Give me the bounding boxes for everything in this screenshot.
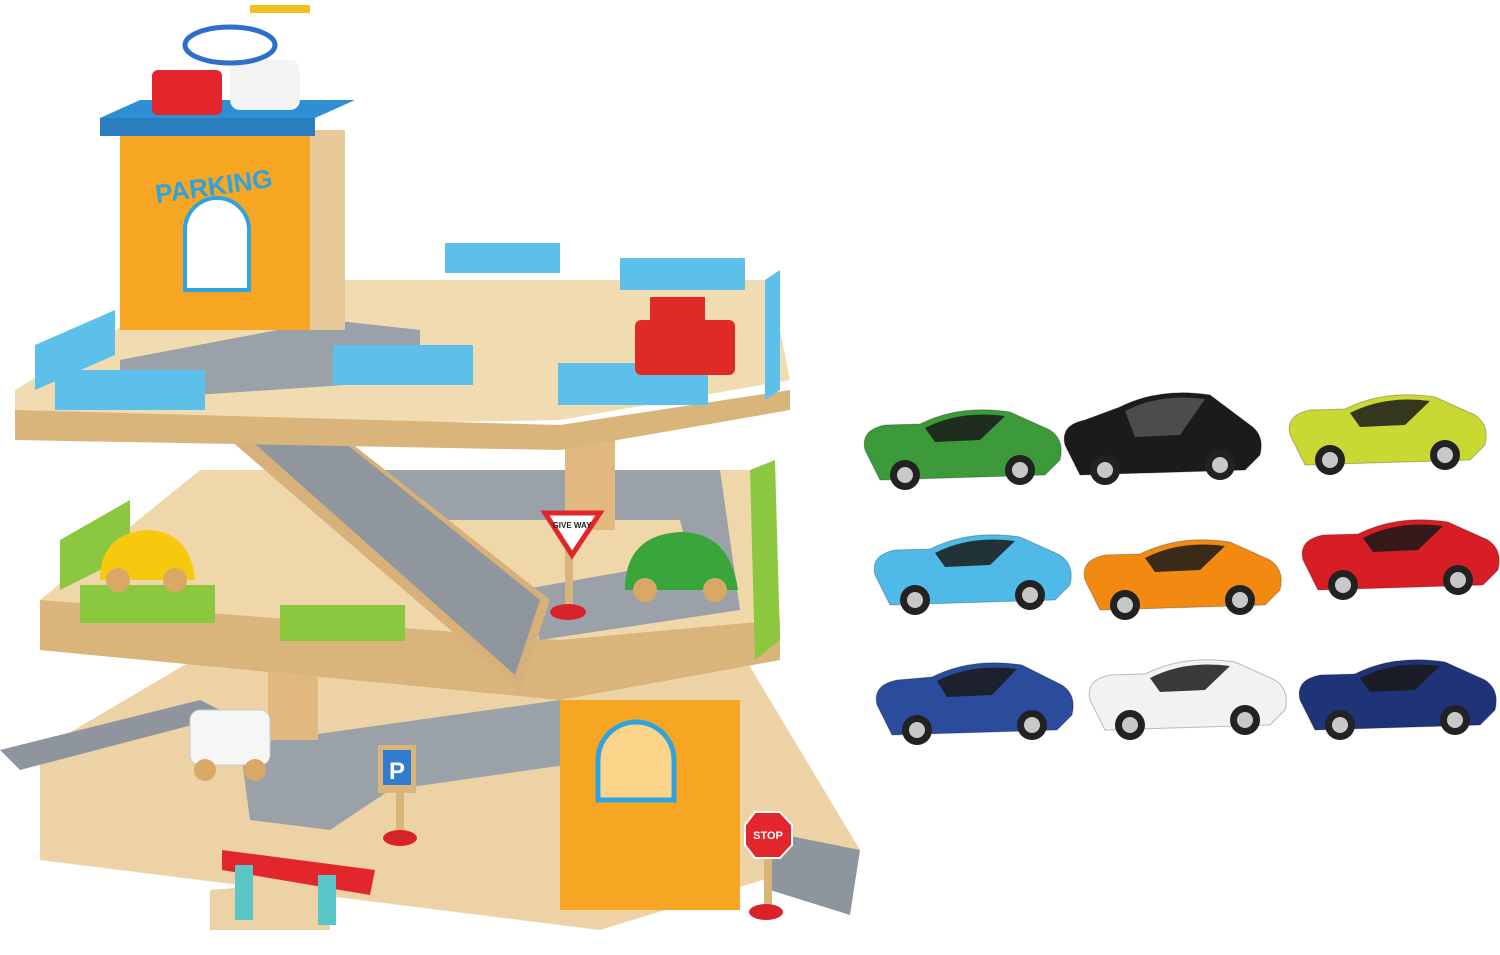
blue-rail	[35, 310, 115, 390]
toy-car-3	[1288, 394, 1487, 475]
stop-text: STOP	[753, 830, 783, 842]
garage-door	[595, 719, 677, 803]
tower-roof	[100, 100, 355, 118]
toy-green-car	[625, 532, 738, 602]
top-floor-edge	[15, 390, 790, 450]
toy-helicopter	[182, 5, 310, 110]
toy-car-1	[863, 409, 1062, 490]
toy-car-2	[1063, 392, 1262, 485]
tower-side	[310, 130, 345, 330]
p-sign-text: P	[389, 758, 405, 785]
green-rail	[60, 500, 130, 590]
give-way-text: GIVE WAY	[553, 521, 592, 530]
toy-yellow-car	[100, 530, 195, 592]
blue-rail	[55, 370, 205, 410]
toy-car-5	[1083, 539, 1282, 620]
toy-car-6	[1301, 519, 1500, 600]
blue-rail	[620, 258, 745, 290]
red-block	[152, 70, 222, 115]
toy-fire-truck	[635, 297, 735, 375]
toy-ambulance	[189, 709, 271, 781]
toy-parking-garage: PARKING GIVE	[0, 5, 860, 930]
toy-car-7	[875, 662, 1074, 745]
blue-rail	[445, 243, 560, 273]
toy-car-8	[1088, 659, 1287, 740]
blue-rail	[333, 345, 473, 385]
middle-floor-edge	[40, 600, 780, 700]
toy-barrier	[210, 850, 375, 930]
tower-window	[183, 196, 251, 292]
blue-rail	[765, 270, 780, 400]
tower-roof-edge	[100, 118, 315, 136]
green-rail-side	[750, 460, 780, 660]
parking-p-sign: P	[378, 745, 417, 846]
toy-car-4	[873, 534, 1072, 615]
stop-sign: STOP	[744, 811, 793, 920]
toy-car-9	[1298, 659, 1497, 740]
green-rail	[280, 605, 405, 641]
ground-road	[240, 700, 600, 830]
road-left	[0, 700, 230, 770]
give-way-sign: GIVE WAY	[540, 510, 605, 620]
ramp-road	[245, 400, 540, 675]
diecast-car-set	[863, 392, 1500, 745]
green-rail	[80, 585, 215, 623]
